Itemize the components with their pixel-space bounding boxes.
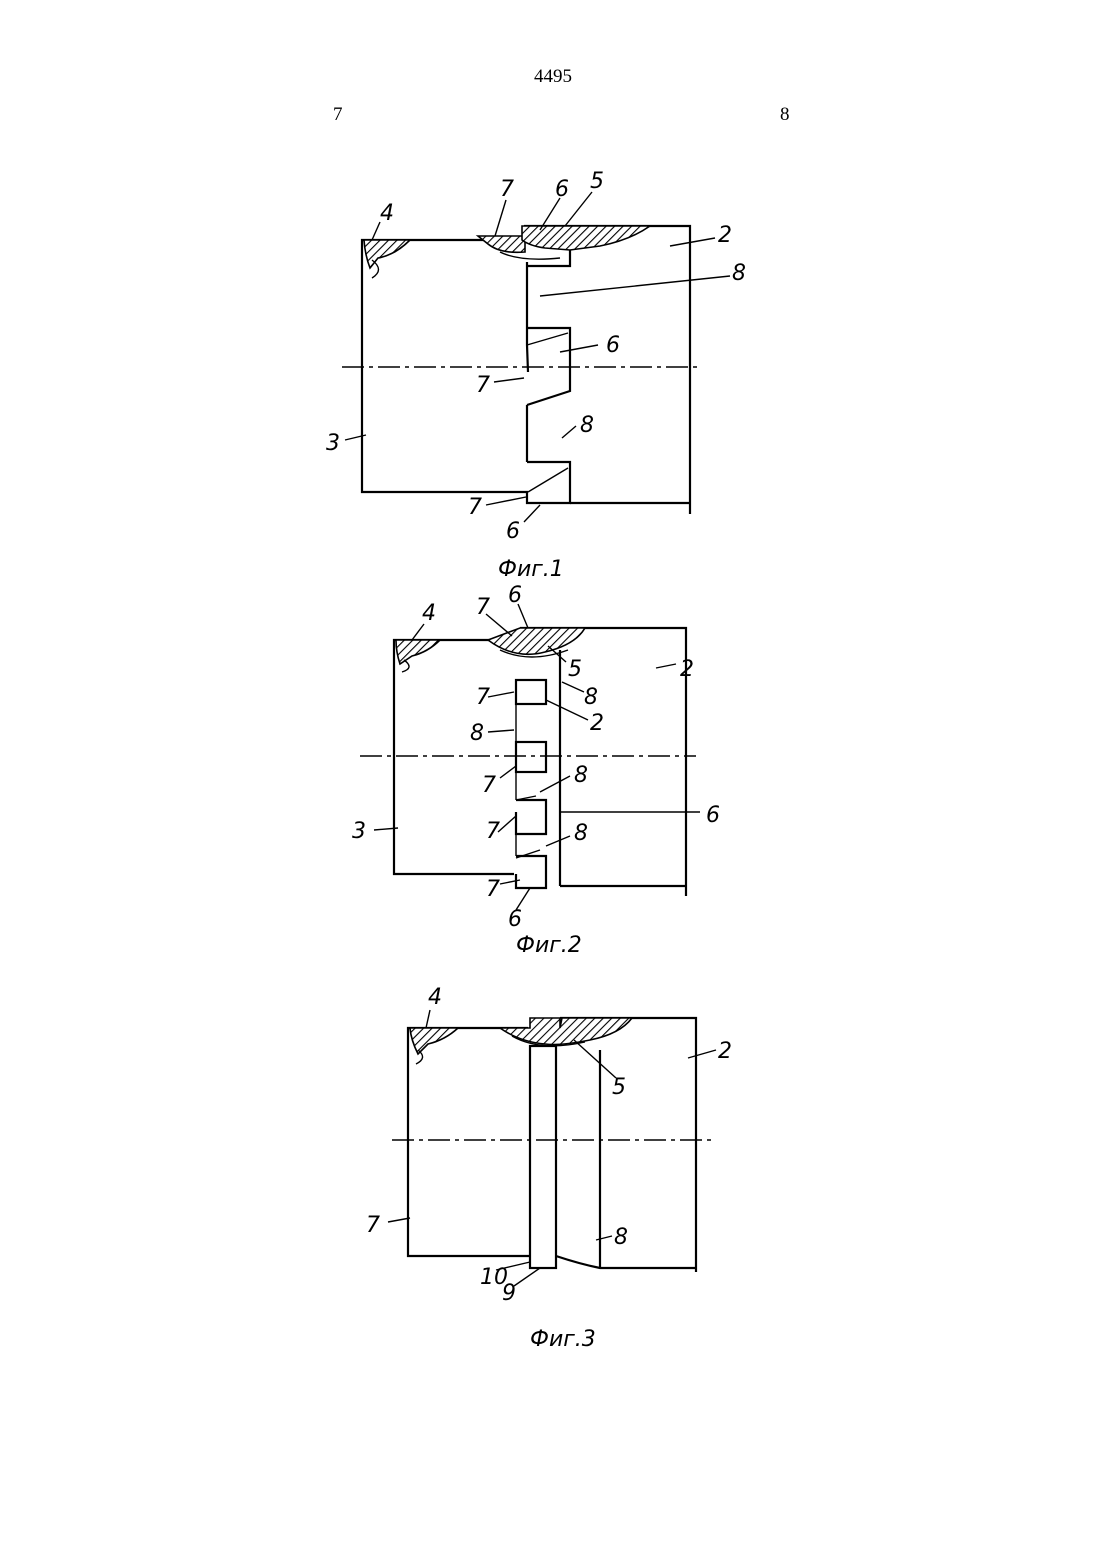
fig1-label-8-top: 8 — [732, 261, 746, 286]
fig2-tooth-2 — [516, 742, 546, 772]
fig1-part-3-outline — [362, 240, 530, 492]
fig1-label-3: 3 — [326, 431, 340, 456]
fig1-label-7-top: 7 — [500, 177, 514, 202]
fig3-label-4: 4 — [428, 985, 442, 1010]
fig1-label-6-bottom: 6 — [506, 519, 520, 544]
fig2-label-8-row3: 8 — [574, 763, 588, 788]
fig3-insert-9 — [530, 1046, 556, 1268]
fig2-label-7-row1: 7 — [476, 685, 490, 710]
figure-3: 4 2 5 7 8 10 9 Фиг.3 — [366, 985, 732, 1352]
figure-2: 4 7 6 5 2 7 8 2 8 7 8 6 3 7 8 7 6 Фиг.2 — [352, 583, 720, 958]
fig3-label-9: 9 — [502, 1281, 516, 1306]
fig2-label-6-bottom: 6 — [508, 907, 522, 932]
figure-1: 4 7 6 5 2 8 6 7 8 3 7 6 Фиг.1 — [326, 169, 746, 582]
fig3-label-8: 8 — [614, 1225, 628, 1250]
fig1-weld-5-6 — [522, 226, 650, 250]
fig2-label-8-row2: 8 — [470, 721, 484, 746]
fig2-label-7-row4: 7 — [486, 819, 500, 844]
fig3-part-2-bottom — [556, 1256, 696, 1268]
fig2-label-7-bottom: 7 — [486, 877, 500, 902]
fig2-label-2-right: 2 — [680, 657, 694, 682]
fig2-tooth-1 — [516, 680, 546, 704]
fig1-label-7-middle: 7 — [476, 373, 490, 398]
fig1-label-4: 4 — [380, 201, 394, 226]
fig2-label-5: 5 — [568, 657, 582, 682]
fig2-label-7-row3: 7 — [482, 773, 496, 798]
fig2-label-8-row4: 8 — [574, 821, 588, 846]
fig3-caption: Фиг.3 — [530, 1327, 596, 1352]
fig1-label-2: 2 — [718, 223, 732, 248]
fig1-label-5: 5 — [590, 169, 604, 194]
fig1-label-8-middle: 8 — [580, 413, 594, 438]
fig1-label-7-bottom: 7 — [468, 495, 482, 520]
fig2-tooth-3 — [516, 800, 546, 834]
fig2-label-2-row1: 2 — [590, 711, 604, 736]
fig1-wedge-7-bottom — [528, 468, 568, 492]
fig2-part-3-outline — [394, 640, 520, 874]
fig1-label-6-middle: 6 — [606, 333, 620, 358]
fig2-caption: Фиг.2 — [516, 933, 582, 958]
fig2-label-4: 4 — [422, 601, 436, 626]
fig1-label-6-top: 6 — [555, 177, 569, 202]
fig2-weld-5-6-7 — [488, 628, 585, 654]
fig2-label-6-right: 6 — [706, 803, 720, 828]
fig3-label-2: 2 — [718, 1039, 732, 1064]
fig2-label-7-top: 7 — [476, 595, 490, 620]
fig2-weld-4 — [396, 640, 440, 664]
fig2-label-6-top: 6 — [508, 583, 522, 608]
fig2-label-8-row1: 8 — [584, 685, 598, 710]
fig1-weld-7 — [478, 236, 525, 252]
fig3-part-7-outline — [408, 1028, 530, 1256]
fig1-part-2-outline — [524, 226, 690, 514]
fig1-caption: Фиг.1 — [498, 557, 564, 582]
fig3-label-7: 7 — [366, 1213, 380, 1238]
fig1-tooth-6-bottom — [527, 462, 570, 503]
fig3-part-2-outline — [560, 1018, 696, 1272]
fig2-label-3: 3 — [352, 819, 366, 844]
fig1-weld-4 — [364, 240, 410, 268]
fig1-joint-line — [527, 262, 528, 372]
fig3-leader-lines — [388, 1010, 716, 1286]
fig3-label-5: 5 — [612, 1075, 626, 1100]
fig3-weld-4 — [410, 1028, 458, 1054]
fig2-tooth-4 — [516, 856, 546, 888]
fig1-wedge-7-middle — [527, 333, 568, 345]
